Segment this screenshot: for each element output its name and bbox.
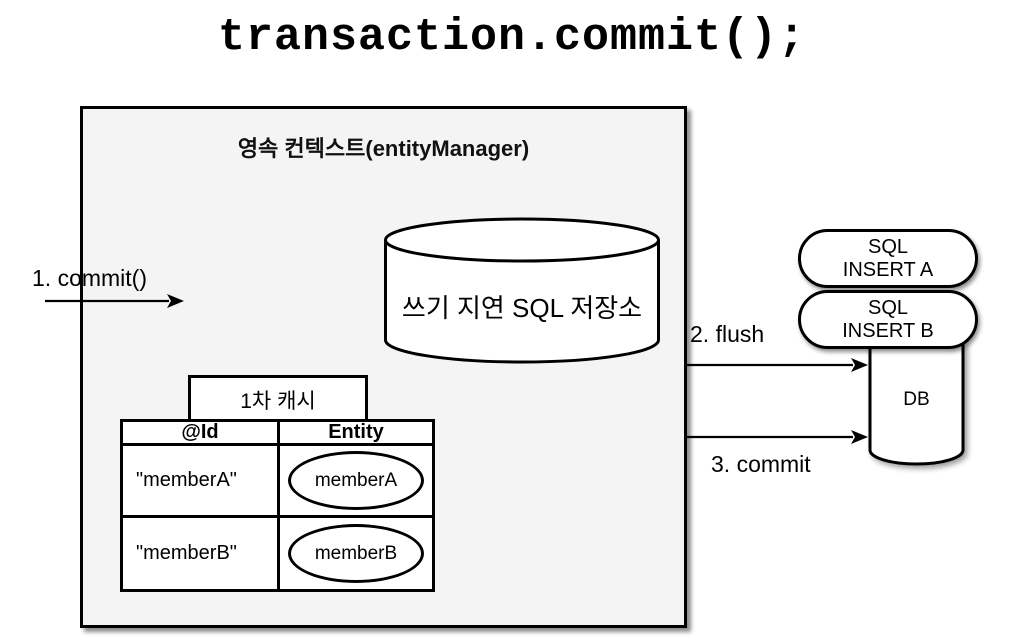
database-cylinder [860,340,980,480]
sql-insert-b-node: SQL INSERT B [798,290,978,349]
table-header-id: @Id [123,421,280,446]
step-flush-label: 2. flush [690,321,765,347]
table-row-entity: memberA [280,446,432,518]
first-level-cache-table: @Id Entity "memberA" memberA "memberB" m… [120,419,435,592]
entity-ellipse: memberB [288,524,424,583]
sql-insert-b-line2: INSERT B [842,319,934,342]
step-commit-label: 1. commit() [32,265,147,291]
table-row-entity: memberB [280,518,432,589]
sql-insert-a-line1: SQL [867,235,909,258]
sql-insert-a-line2: INSERT A [842,258,934,281]
sql-store-label: 쓰기 지연 SQL 저장소 [401,292,643,323]
write-behind-sql-store: 쓰기 지연 SQL 저장소 [383,216,661,366]
entity-ellipse: memberA [288,451,424,510]
first-level-cache-tab: 1차 캐시 [188,375,368,422]
cylinder-shape-icon [384,217,660,364]
commit3-arrow [686,430,868,444]
database-label: DB [903,389,930,410]
sql-insert-a-node: SQL INSERT A [798,229,978,288]
table-header-entity: Entity [280,421,432,446]
persistence-context-label: 영속 컨텍스트(entityManager) [237,136,530,161]
flush-arrow [686,358,868,372]
diagram-title: transaction.commit(); [217,12,807,63]
step-commit3-label: 3. commit [711,451,811,477]
table-row-id: "memberB" [123,518,280,589]
table-row-id: "memberA" [123,446,280,518]
sql-insert-b-line1: SQL [867,296,909,319]
